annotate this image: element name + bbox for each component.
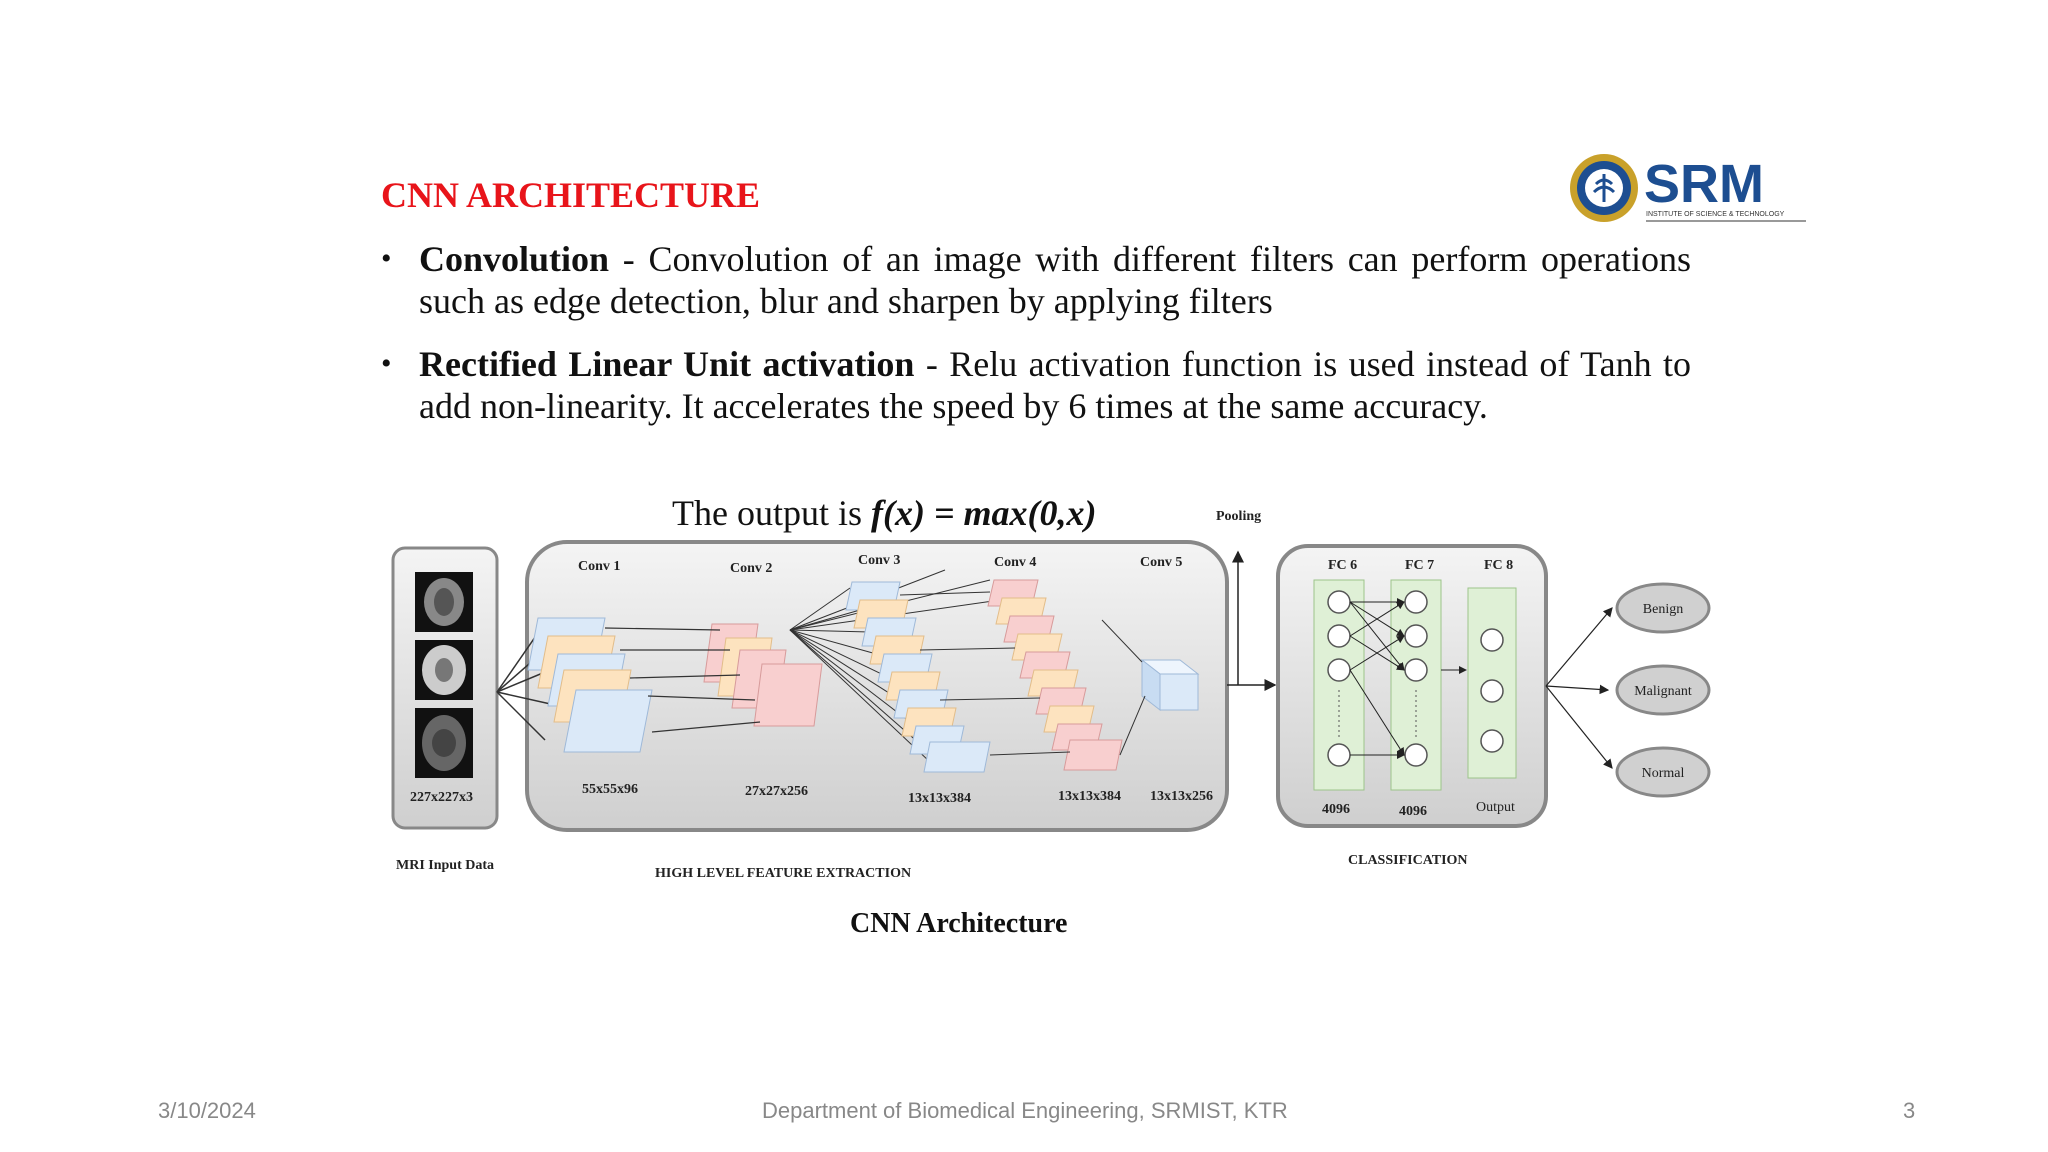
bullet-term: Convolution [419, 239, 610, 279]
conv5-dims: 13x13x256 [1150, 789, 1213, 804]
feature-extraction-panel [525, 540, 1229, 832]
formula-line: The output is f(x) = max(0,x) [672, 492, 1096, 534]
output-label: Malignant [1634, 684, 1692, 699]
figure-caption: CNN Architecture [850, 908, 1068, 939]
output-normal: Normal [1615, 746, 1711, 798]
conv3-dims: 13x13x384 [908, 791, 971, 806]
cnn-architecture-diagram: 227x227x3 MRI Input Data Conv 1 Conv 2 C… [390, 500, 1720, 890]
conv1-dims: 55x55x96 [582, 782, 638, 797]
footer-page-number: 3 [1903, 1098, 1916, 1123]
bullet-term: Rectified Linear Unit activation [419, 344, 915, 384]
conv4-label: Conv 4 [994, 555, 1036, 570]
logo-name: SRM [1644, 154, 1764, 214]
conv3-label: Conv 3 [858, 553, 900, 568]
fc8-label: FC 8 [1484, 558, 1513, 573]
output-malignant: Malignant [1615, 664, 1711, 716]
conv4-dims: 13x13x384 [1058, 789, 1121, 804]
bullet-dot: • [381, 242, 392, 275]
fc6-label: FC 6 [1328, 558, 1357, 573]
fc8-units: Output [1476, 800, 1515, 815]
input-section-label: MRI Input Data [396, 858, 494, 873]
classification-section-label: CLASSIFICATION [1348, 853, 1468, 868]
fc6-units: 4096 [1322, 802, 1350, 817]
bullet-list: • Convolution - Convolution of an image … [381, 238, 1691, 448]
conv2-dims: 27x27x256 [745, 784, 808, 799]
conv3-feature-maps [845, 581, 991, 773]
slide-title: CNN ARCHITECTURE [381, 175, 761, 215]
srm-logo: SRM INSTITUTE OF SCIENCE & TECHNOLOGY [1566, 150, 1816, 228]
conv4-feature-maps [987, 579, 1123, 771]
conv5-cube [1140, 658, 1200, 712]
logo-subtitle: INSTITUTE OF SCIENCE & TECHNOLOGY [1646, 211, 1785, 218]
fc7-units: 4096 [1399, 804, 1427, 819]
input-dims: 227x227x3 [410, 790, 473, 805]
output-label: Benign [1643, 602, 1683, 617]
conv1-label: Conv 1 [578, 559, 620, 574]
conv2-label: Conv 2 [730, 561, 772, 576]
bullet-dot: • [381, 347, 392, 380]
pooling-label: Pooling [1216, 509, 1261, 524]
features-section-label: HIGH LEVEL FEATURE EXTRACTION [655, 866, 911, 881]
bullet-convolution: • Convolution - Convolution of an image … [381, 238, 1691, 322]
footer-department: Department of Biomedical Engineering, SR… [762, 1098, 1288, 1123]
formula-expression: f(x) = max(0,x) [870, 493, 1097, 533]
footer-date: 3/10/2024 [158, 1098, 256, 1123]
conv2-feature-maps [703, 623, 823, 727]
output-benign: Benign [1615, 582, 1711, 634]
output-label: Normal [1642, 766, 1685, 781]
fc7-label: FC 7 [1405, 558, 1434, 573]
conv5-label: Conv 5 [1140, 555, 1182, 570]
bullet-relu: • Rectified Linear Unit activation - Rel… [381, 343, 1691, 427]
conv1-feature-maps [527, 617, 653, 753]
formula-prefix: The output is [672, 493, 871, 533]
bullet-text: - Relu activation function is used inste… [419, 344, 1691, 426]
bullet-text: - Convolution of an image with different… [419, 239, 1691, 321]
